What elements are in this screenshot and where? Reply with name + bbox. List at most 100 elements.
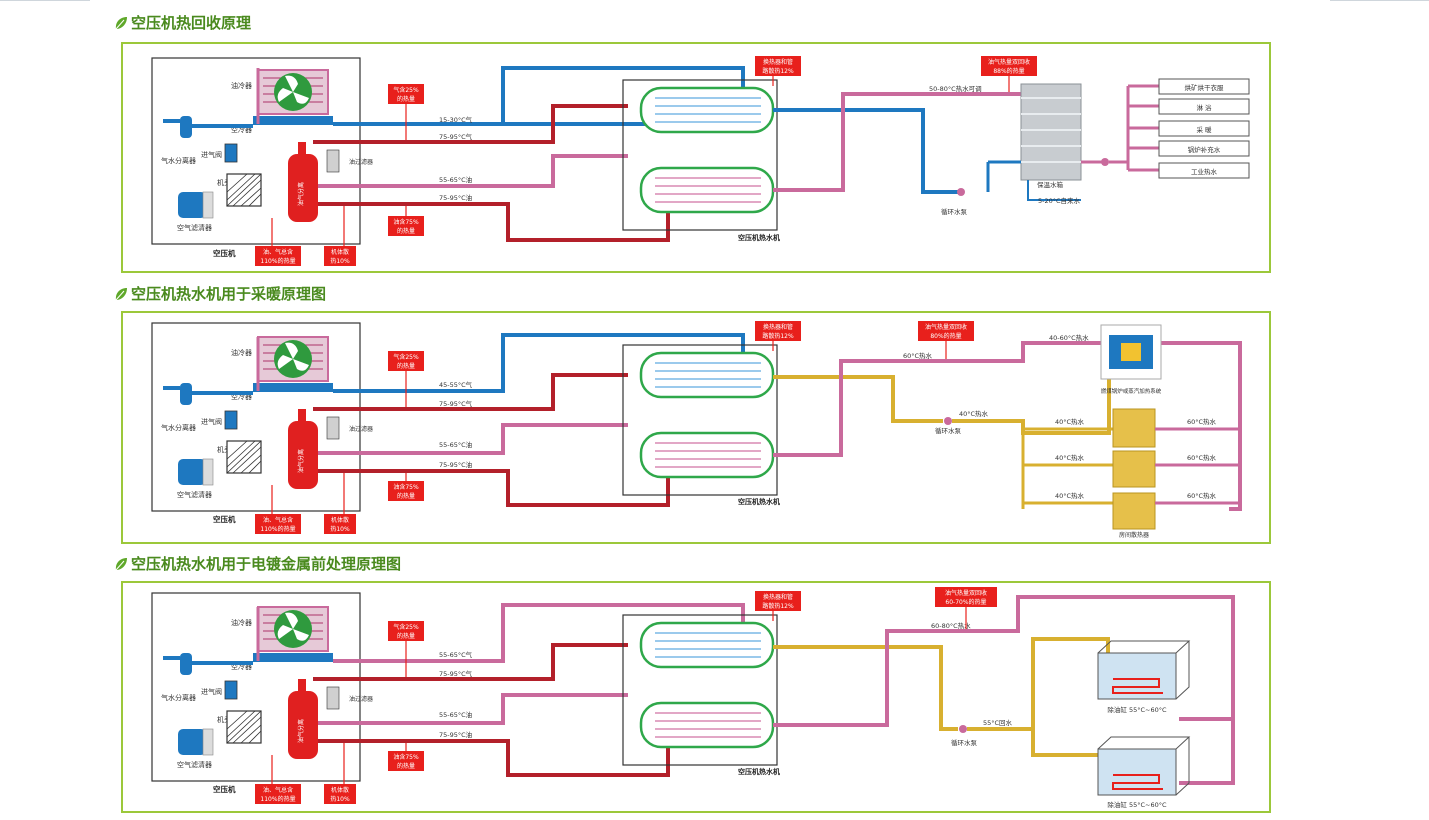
oil-gas-separator-tank: [288, 154, 318, 222]
svg-text:55°C回水: 55°C回水: [983, 718, 1013, 727]
pipe-label-oil-cool: 55-65°C油: [439, 175, 472, 184]
svg-text:气水分离器: 气水分离器: [161, 423, 196, 432]
exchanger-upper: [639, 86, 775, 134]
svg-text:机头: 机头: [217, 445, 231, 454]
pipe-label-oil-hot: 75-95°C油: [439, 193, 472, 202]
svg-text:工业热水: 工业热水: [1191, 167, 1218, 176]
section-title-text: 空压机热回收原理: [131, 14, 252, 32]
svg-text:40°C热水: 40°C热水: [1055, 453, 1085, 462]
use-list: 烘矿烘干衣服 淋 浴 采 暖 锅炉补充水 工业热水: [1158, 78, 1250, 179]
svg-text:换热器和管: 换热器和管: [763, 593, 793, 601]
svg-text:55-65°C气: 55-65°C气: [439, 650, 473, 659]
diagram-panel-2: 油冷器 空冷器 气水分离器 进气阀 机头 空气滤清器 油气分离 油过滤器 空压机…: [121, 311, 1271, 544]
diagram-panel-1: 油冷器 空冷器 气水分离器 进气阀 机头 空气滤清器 油气分离 油过滤器 空压机…: [121, 42, 1271, 273]
air-cooler-label: 空冷器: [231, 125, 252, 134]
svg-text:除油缸 55°C~60°C: 除油缸 55°C~60°C: [1107, 705, 1167, 714]
svg-text:热10%: 热10%: [330, 795, 350, 803]
svg-text:气含25%: 气含25%: [393, 353, 419, 361]
oil-cooler-label: 油冷器: [231, 81, 252, 90]
svg-text:60°C热水: 60°C热水: [903, 351, 933, 360]
svg-text:空冷器: 空冷器: [231, 392, 252, 401]
diagram-panel-3: 油冷器 空冷器 气水分离器 进气阀 机头 空气滤清器 油气分离 油过滤器 空压机…: [121, 581, 1271, 813]
svg-text:采 暖: 采 暖: [1196, 125, 1212, 134]
separator-label: 气水分离器: [161, 156, 196, 165]
svg-text:锅炉补充水: 锅炉补充水: [1188, 145, 1221, 154]
svg-text:空压机: 空压机: [213, 784, 236, 794]
head-label: 机头: [217, 178, 231, 187]
compressor-box: [151, 57, 361, 245]
pipe-label-gas-in: 15-30°C气: [439, 115, 473, 124]
svg-text:55-65°C油: 55-65°C油: [439, 440, 472, 449]
callout-hx-loss: 换热器和管: [763, 58, 793, 66]
svg-text:75-95°C油: 75-95°C油: [439, 730, 472, 739]
top-rule-right: [1330, 0, 1429, 1]
svg-text:烘矿烘干衣服: 烘矿烘干衣服: [1185, 83, 1225, 92]
callout-oil-pct: 油含75%: [393, 218, 419, 226]
svg-text:40°C热水: 40°C热水: [1055, 491, 1085, 500]
oil-filter: [326, 149, 340, 173]
svg-text:机体散: 机体散: [331, 786, 349, 794]
separator: [180, 116, 192, 138]
top-rule-left: [0, 0, 90, 1]
svg-text:88%的热量: 88%的热量: [993, 67, 1024, 75]
section-title-text: 空压机热水机用于采暖原理图: [131, 285, 327, 303]
diagram-3-svg: 油冷器 空冷器 气水分离器 进气阀 机头 空气滤清器 油气分离 油过滤器 空压机…: [151, 587, 1235, 809]
pump-icon: [957, 188, 965, 196]
hot-gas-pipe: [313, 104, 628, 144]
svg-text:进气阀: 进气阀: [201, 417, 222, 426]
svg-text:的热量: 的热量: [397, 227, 415, 235]
svg-text:60°C热水: 60°C热水: [1187, 491, 1217, 500]
heat-exchanger-box: [622, 79, 778, 231]
svg-text:40°C热水: 40°C热水: [959, 409, 989, 418]
svg-text:燃煤锅炉或蒸汽加热系统: 燃煤锅炉或蒸汽加热系统: [1101, 387, 1162, 395]
svg-text:油气分离: 油气分离: [297, 182, 305, 206]
svg-text:的热量: 的热量: [397, 762, 415, 770]
tank-label: 保温水箱: [1037, 180, 1064, 189]
svg-text:除油缸 55°C~60°C: 除油缸 55°C~60°C: [1107, 800, 1167, 809]
svg-text:60°C热水: 60°C热水: [1187, 453, 1217, 462]
svg-text:油过滤器: 油过滤器: [349, 695, 373, 703]
svg-text:机体散: 机体散: [331, 516, 349, 524]
svg-text:油气热量双回收: 油气热量双回收: [945, 589, 987, 597]
svg-text:热10%: 热10%: [330, 525, 350, 533]
svg-text:油气分离: 油气分离: [297, 449, 305, 473]
svg-text:空压机热水机: 空压机热水机: [738, 497, 780, 506]
svg-text:75-95°C气: 75-95°C气: [439, 669, 473, 678]
svg-text:空气滤清器: 空气滤清器: [177, 490, 212, 499]
exchanger-lower: [639, 166, 775, 214]
pump-label: 循环水泵: [941, 207, 968, 216]
svg-text:的热量: 的热量: [397, 95, 415, 103]
insulated-water-tank: [1020, 83, 1082, 181]
svg-text:45-55°C气: 45-55°C气: [439, 380, 473, 389]
svg-text:的热量: 的热量: [397, 492, 415, 500]
svg-text:热10%: 热10%: [330, 257, 350, 265]
svg-text:40-60°C热水: 40-60°C热水: [1049, 333, 1089, 342]
leaf-icon: [115, 557, 127, 570]
svg-text:路散热12%: 路散热12%: [762, 67, 794, 75]
compressor-label: 空压机: [213, 248, 236, 258]
diagram-2-svg: 油冷器 空冷器 气水分离器 进气阀 机头 空气滤清器 油气分离 油过滤器 空压机…: [151, 321, 1242, 539]
svg-text:油含75%: 油含75%: [393, 753, 419, 761]
hot-oil-pipe: [318, 202, 670, 242]
svg-text:油、气总含: 油、气总含: [263, 516, 293, 524]
svg-text:油过滤器: 油过滤器: [349, 425, 373, 433]
air-filter-label: 空气滤清器: [177, 223, 212, 232]
svg-text:40°C热水: 40°C热水: [1055, 417, 1085, 426]
svg-text:110%的热量: 110%的热量: [260, 257, 295, 265]
svg-text:110%的热量: 110%的热量: [260, 795, 295, 803]
svg-text:进气阀: 进气阀: [201, 687, 222, 696]
svg-text:气水分离器: 气水分离器: [161, 693, 196, 702]
svg-text:淋 浴: 淋 浴: [1196, 103, 1212, 112]
degreasing-tank-b: [1097, 736, 1191, 796]
diagram-1-svg: 油冷器 空冷器 气水分离器 进气阀 机头 空气滤清器 油气分离 油过滤器 空压机…: [151, 56, 1250, 266]
section-title-text: 空压机热水机用于电镀金属前处理原理图: [131, 555, 402, 573]
svg-text:75-95°C油: 75-95°C油: [439, 460, 472, 469]
svg-text:的热量: 的热量: [397, 632, 415, 640]
pipe-label-gas-hot: 75-95°C气: [439, 132, 473, 141]
svg-text:循环水泵: 循环水泵: [951, 738, 978, 747]
svg-text:气含25%: 气含25%: [393, 623, 419, 631]
svg-text:75-95°C气: 75-95°C气: [439, 399, 473, 408]
degreasing-tank-a: [1097, 640, 1191, 700]
hot-water-pipe: [773, 92, 1023, 192]
svg-text:循环水泵: 循环水泵: [935, 426, 962, 435]
